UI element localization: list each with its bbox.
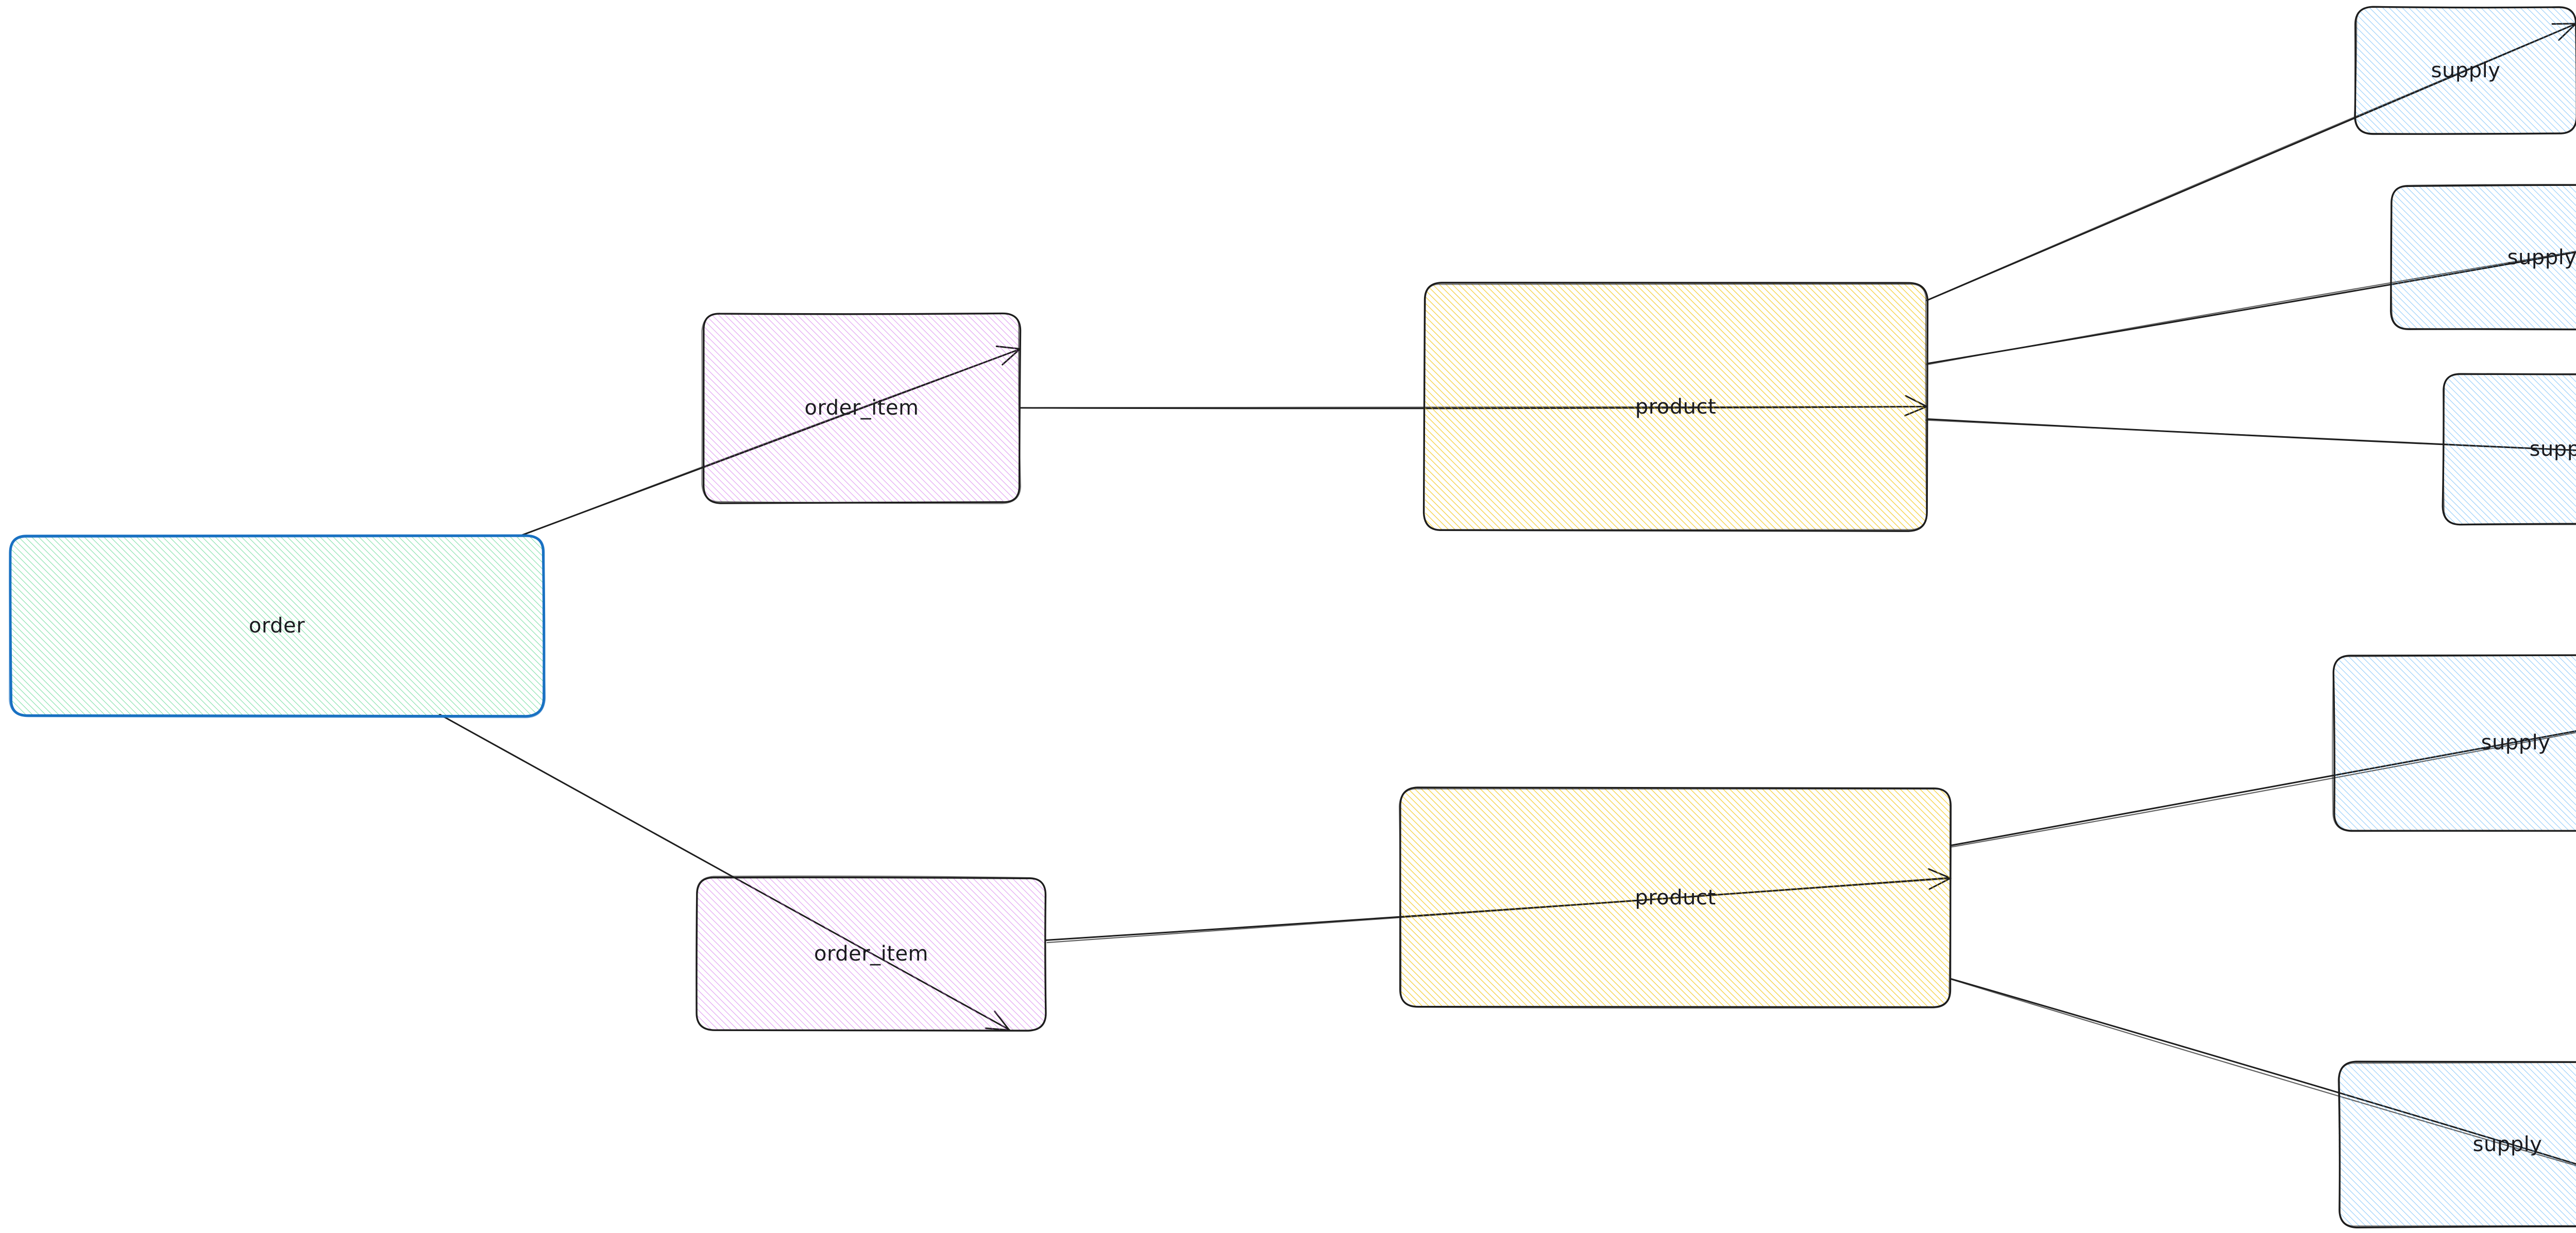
node-label: supply — [2431, 59, 2501, 82]
node-supply_2[interactable]: supply — [2389, 184, 2576, 331]
node-label: product — [1635, 885, 1716, 910]
node-label: order — [248, 614, 306, 638]
node-shape-supply_4 — [2332, 654, 2576, 832]
node-label: product — [1635, 395, 1717, 419]
node-shape-supply_1 — [2353, 6, 2576, 135]
node-label: order_item — [804, 396, 919, 420]
node-supply_5[interactable]: supply — [2337, 1060, 2576, 1229]
node-shape-supply_5 — [2337, 1060, 2576, 1229]
node-shape-order_item_1 — [701, 312, 1022, 504]
node-product_2[interactable]: product — [1398, 786, 1952, 1009]
node-label: supply — [2481, 731, 2551, 755]
node-shape-order_item_2 — [696, 875, 1047, 1032]
node-supply_3[interactable]: supply — [2442, 373, 2576, 526]
node-product_1[interactable]: product — [1422, 281, 1929, 532]
node-supply_1[interactable]: supply — [2353, 6, 2576, 135]
node-order_item_1[interactable]: order_item — [701, 312, 1022, 504]
node-label: supply — [2472, 1133, 2543, 1156]
node-order[interactable]: order — [9, 534, 546, 718]
node-shape-product_1 — [1422, 281, 1929, 532]
node-supply_4[interactable]: supply — [2332, 654, 2576, 832]
node-label: supply — [2507, 246, 2576, 269]
node-shape-supply_3 — [2442, 373, 2576, 526]
node-shape-order — [9, 534, 546, 718]
node-shape-supply_2 — [2389, 184, 2576, 331]
node-label: order_item — [814, 942, 929, 966]
node-order_item_2[interactable]: order_item — [696, 875, 1047, 1032]
node-label: supply — [2529, 437, 2576, 461]
node-shape-product_2 — [1398, 786, 1952, 1009]
